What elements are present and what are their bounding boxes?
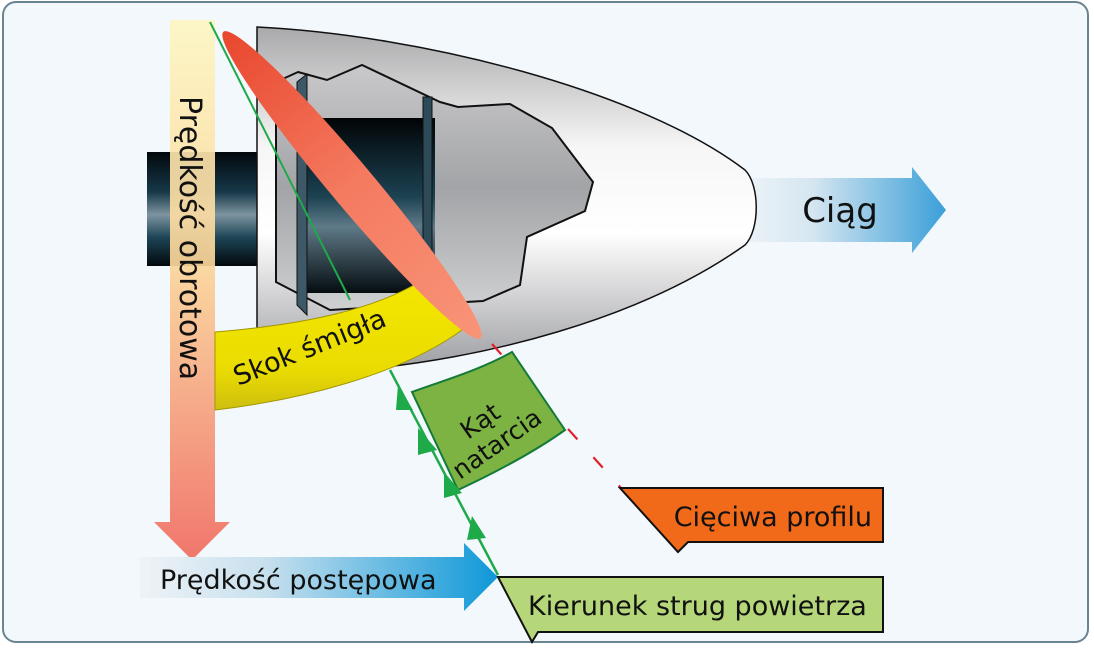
airflow-arrowhead xyxy=(467,516,486,540)
airflow-arrowhead xyxy=(444,472,462,498)
chord-callout: Cięciwa profilu xyxy=(617,487,884,554)
rotational-speed-label: Prędkość obrotowa xyxy=(172,96,207,380)
relative-wind-line xyxy=(388,369,500,576)
thrust-arrow: Ciąg xyxy=(740,167,946,253)
forward-speed-label: Prędkość postępowa xyxy=(160,565,437,596)
relative-wind-callout: Kierunek strug powietrza xyxy=(496,576,884,645)
airflow-arrowhead xyxy=(418,428,437,455)
relative-wind-label: Kierunek strug powietrza xyxy=(528,591,867,622)
chord-label: Cięciwa profilu xyxy=(674,502,872,533)
airflow-arrowhead xyxy=(396,385,413,410)
rotational-speed-arrow: Prędkość obrotowa xyxy=(154,20,230,560)
forward-speed-arrow: Prędkość postępowa xyxy=(140,543,498,611)
angle-of-attack-sector: Kąt natarcia xyxy=(410,350,567,492)
propeller-blade xyxy=(222,31,482,339)
thrust-label: Ciąg xyxy=(802,191,878,231)
blade-airflow-line xyxy=(209,21,351,301)
